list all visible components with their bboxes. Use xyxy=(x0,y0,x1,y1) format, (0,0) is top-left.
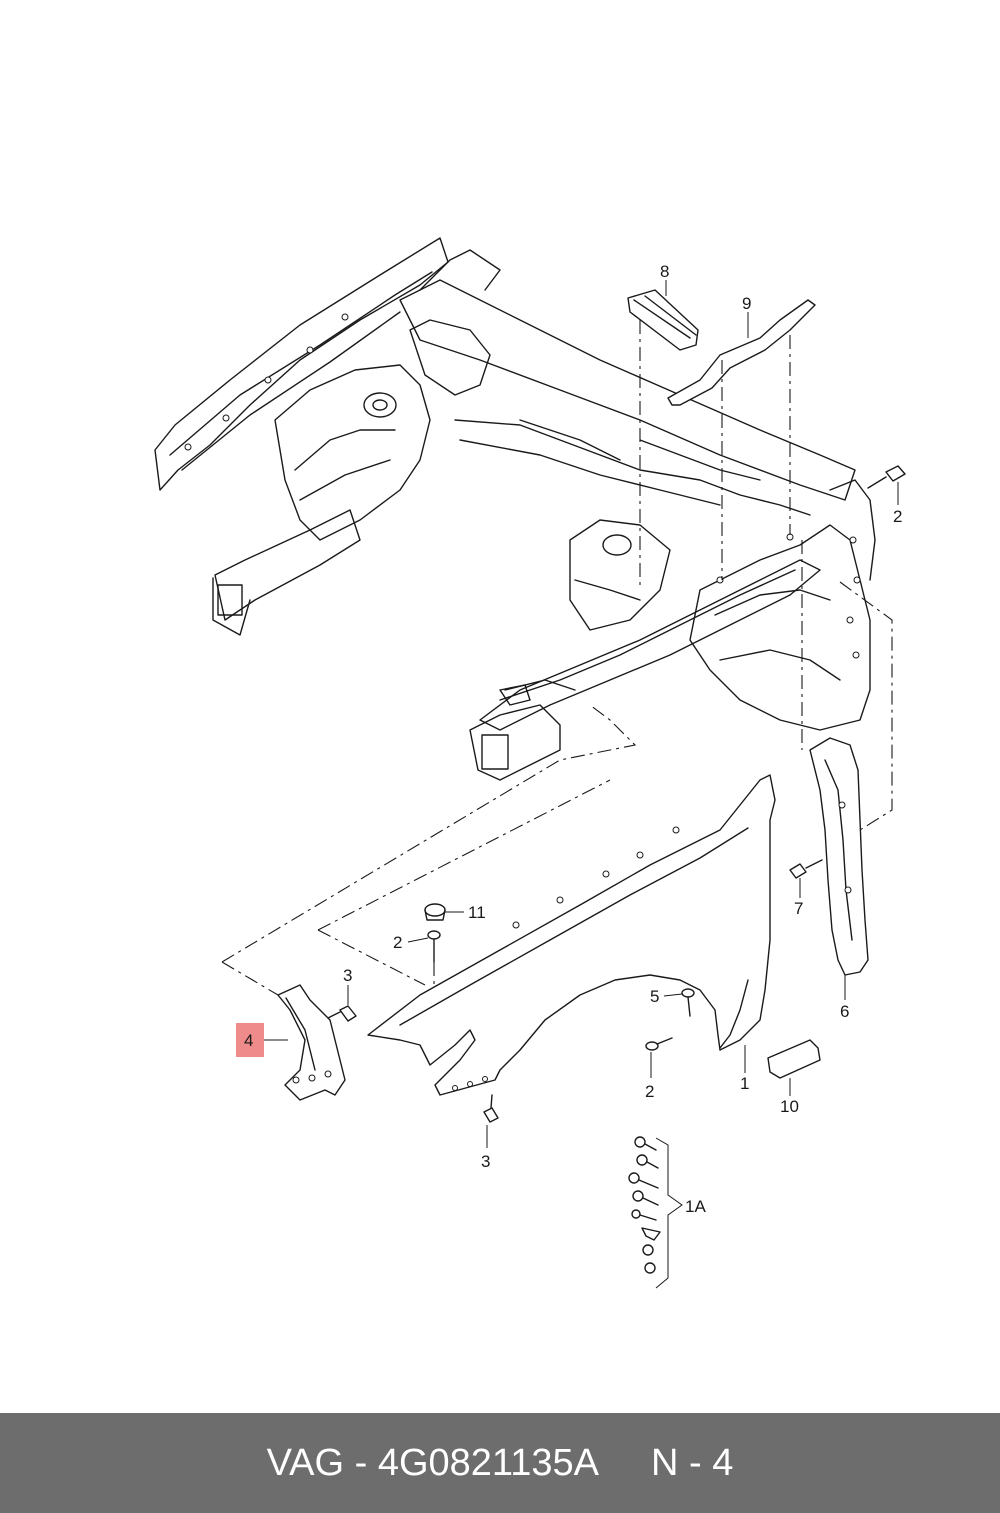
callout-11[interactable]: 11 xyxy=(468,903,486,922)
reference-number: N - 4 xyxy=(651,1441,734,1484)
assembly-lines xyxy=(221,320,893,996)
callout-10[interactable]: 10 xyxy=(780,1097,799,1116)
callout-6[interactable]: 6 xyxy=(840,1002,849,1021)
part-number-bar: VAG - 4G0821135A N - 4 xyxy=(0,1413,1000,1513)
part-10-pad xyxy=(767,1039,821,1079)
parts-diagram: 8 9 2 7 6 11 2 3 4 5 2 1 10 3 1A xyxy=(154,237,906,1289)
highlight-box xyxy=(236,1023,264,1057)
callout-labels: 8 9 2 7 6 11 2 3 4 5 2 1 10 3 1A xyxy=(244,262,902,1216)
part-8-seal xyxy=(627,289,699,351)
callout-7[interactable]: 7 xyxy=(794,899,803,918)
callout-2[interactable]: 2 xyxy=(893,507,902,526)
callout-3[interactable]: 3 xyxy=(481,1152,490,1171)
part-4-bracket xyxy=(277,984,346,1101)
callout-4[interactable]: 4 xyxy=(244,1031,253,1050)
part-6-liner xyxy=(809,737,869,976)
leader-lines xyxy=(264,280,899,1289)
part-number: VAG - 4G0821135A xyxy=(266,1441,599,1484)
callout-3[interactable]: 3 xyxy=(343,966,352,985)
callout-8[interactable]: 8 xyxy=(660,262,669,281)
body-structure xyxy=(154,237,876,781)
part-1-fender xyxy=(367,774,776,1096)
callout-5[interactable]: 5 xyxy=(650,987,659,1006)
callout-1A[interactable]: 1A xyxy=(685,1197,706,1216)
part-9-strip xyxy=(667,299,816,406)
callout-2[interactable]: 2 xyxy=(645,1082,654,1101)
footer-text: VAG - 4G0821135A N - 4 xyxy=(267,1442,734,1485)
callout-9[interactable]: 9 xyxy=(742,294,751,313)
callout-2[interactable]: 2 xyxy=(393,933,402,952)
callout-1[interactable]: 1 xyxy=(740,1074,749,1093)
fasteners xyxy=(327,465,906,1274)
fastener-kit-1A xyxy=(628,1136,661,1274)
